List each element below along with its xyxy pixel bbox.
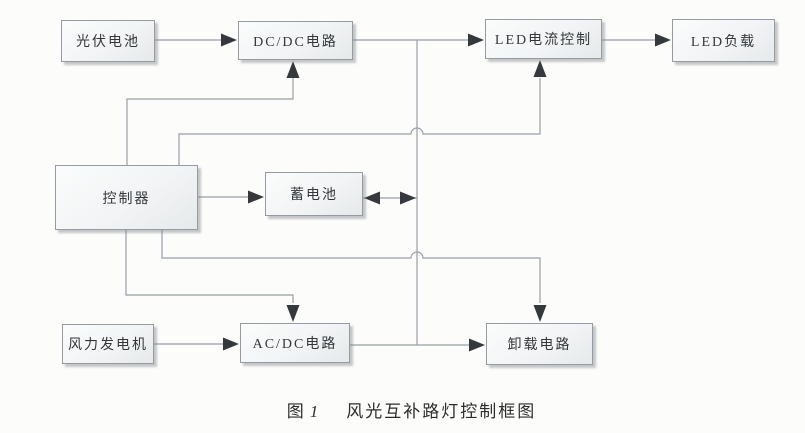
arrowheads	[221, 33, 671, 352]
arrowhead-down-icon	[533, 305, 547, 322]
node-label: LED电流控制	[494, 33, 593, 48]
node-label: 卸载电路	[507, 338, 572, 353]
arrowhead-right-icon	[655, 33, 671, 47]
node-label: 光伏电池	[76, 35, 140, 50]
node-label: 风力发电机	[68, 338, 148, 353]
arrowhead-right-icon	[468, 33, 484, 47]
arrowhead-up-icon	[286, 61, 300, 78]
arrowhead-right-icon	[221, 33, 237, 47]
edge-controller-to-ledctrl	[178, 78, 541, 165]
node-dcdc-circuit: DC/DC电路	[238, 21, 353, 60]
node-storage-battery: 蓄电池	[265, 172, 363, 216]
arrowhead-down-icon	[286, 305, 300, 322]
node-label: AC/DC电路	[252, 337, 338, 352]
arrowhead-right-icon	[248, 190, 264, 204]
edge-controller-to-dcdc	[126, 78, 294, 165]
node-pv-cell: 光伏电池	[61, 20, 155, 62]
node-label: 蓄电池	[290, 188, 338, 203]
figure-title: 风光互补路灯控制框图	[346, 402, 537, 421]
arrowhead-left-icon	[364, 191, 380, 205]
figure-number: 1	[309, 402, 321, 421]
node-controller: 控制器	[55, 165, 198, 230]
node-label: 控制器	[102, 191, 151, 207]
node-label: DC/DC电路	[253, 34, 338, 50]
node-unload-circuit: 卸载电路	[486, 323, 593, 365]
arrowhead-right-icon	[400, 191, 416, 205]
node-label: LED负载	[690, 34, 757, 50]
node-wind-generator: 风力发电机	[62, 324, 154, 364]
connector-lines	[125, 39, 656, 346]
arrowhead-up-icon	[533, 60, 547, 77]
node-led-load: LED负载	[672, 19, 775, 62]
arrowhead-right-icon	[223, 337, 239, 351]
arrowhead-right-icon	[469, 338, 485, 352]
edge-controller-to-acdc	[125, 230, 294, 303]
node-acdc-circuit: AC/DC电路	[240, 323, 350, 363]
figure-label: 图	[286, 402, 306, 421]
node-led-current-control: LED电流控制	[485, 19, 602, 59]
edge-controller-to-unload	[161, 230, 541, 303]
